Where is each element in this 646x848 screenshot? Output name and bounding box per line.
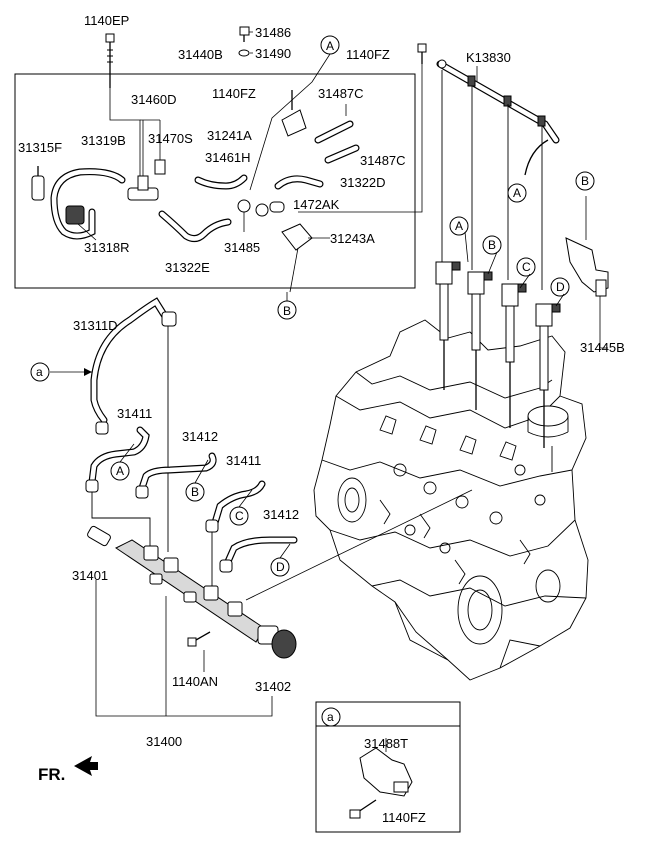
callout-c-pipe: C (235, 509, 244, 523)
label-31400: 31400 (146, 734, 182, 749)
label-fr: FR. (38, 765, 65, 784)
callout-inset-a: a (327, 710, 334, 724)
label-1472ak: 1472AK (293, 197, 340, 212)
callout-a-rail: A (513, 186, 521, 200)
callout-b-bracket: B (581, 174, 589, 188)
return-hose-assembly-box (14, 73, 416, 289)
label-31412-b: 31412 (263, 507, 299, 522)
arrow-a-to-pipe (50, 368, 92, 376)
bolt-1140ep (105, 33, 141, 180)
callout-d-injector: D (556, 280, 565, 294)
label-31490: 31490 (255, 46, 291, 61)
label-31315f: 31315F (18, 140, 62, 155)
label-31411-b: 31411 (226, 453, 261, 468)
label-31487c-a: 31487C (318, 86, 364, 101)
callout-a-top: A (326, 39, 334, 53)
label-1140an: 1140AN (172, 674, 218, 689)
label-31485: 31485 (224, 240, 260, 255)
label-31411-a: 31411 (117, 406, 152, 421)
callout-b-pipe: B (191, 485, 199, 499)
label-31402: 31402 (255, 679, 291, 694)
label-31318r: 31318R (84, 240, 130, 255)
callout-a-left: a (36, 365, 43, 379)
label-31322e: 31322E (165, 260, 210, 275)
label-31412-a: 31412 (182, 429, 218, 444)
inset-box-a (315, 701, 461, 833)
label-1140fz-top: 1140FZ (346, 47, 390, 62)
label-31440b: 31440B (178, 47, 223, 62)
bracket-31445b (565, 196, 609, 349)
bolt-1140fz-top (298, 43, 427, 213)
label-31470s: 31470S (148, 131, 193, 146)
callout-c-injector: C (522, 260, 531, 274)
label-31319b: 31319B (81, 133, 126, 148)
high-pressure-pipes (85, 297, 298, 590)
callout-d-pipe: D (276, 560, 285, 574)
label-1140ep: 1140EP (84, 13, 129, 28)
box-components (31, 53, 360, 293)
injectors (435, 261, 561, 472)
label-31488t: 31488T (364, 736, 408, 751)
label-31322d: 31322D (340, 175, 386, 190)
label-31460d: 31460D (131, 92, 177, 107)
label-31461h: 31461H (205, 150, 251, 165)
label-31401: 31401 (72, 568, 108, 583)
callout-circles (30, 35, 595, 727)
label-k13830: K13830 (466, 50, 511, 65)
part-labels: 1140EP 31486 31490 31440B A 1140FZ K1383… (18, 13, 625, 825)
callout-b-box: B (283, 304, 291, 318)
label-31487c-b: 31487C (360, 153, 406, 168)
label-31243a: 31243A (330, 231, 375, 246)
label-1140fz-inset: 1140FZ (382, 810, 426, 825)
common-rail-31400 (87, 489, 473, 717)
front-arrow-icon (74, 756, 98, 776)
bolt-31486 (238, 26, 253, 57)
label-31486: 31486 (255, 25, 291, 40)
label-31241a: 31241A (207, 128, 252, 143)
label-31311d: 31311D (73, 318, 118, 333)
callout-a-injector: A (455, 219, 463, 233)
callout-b-injector: B (488, 238, 496, 252)
return-rail-k13830 (436, 59, 560, 290)
label-31445b: 31445B (580, 340, 625, 355)
callout-a-pipe: A (116, 464, 124, 478)
label-1140fz-mid: 1140FZ (212, 86, 256, 101)
